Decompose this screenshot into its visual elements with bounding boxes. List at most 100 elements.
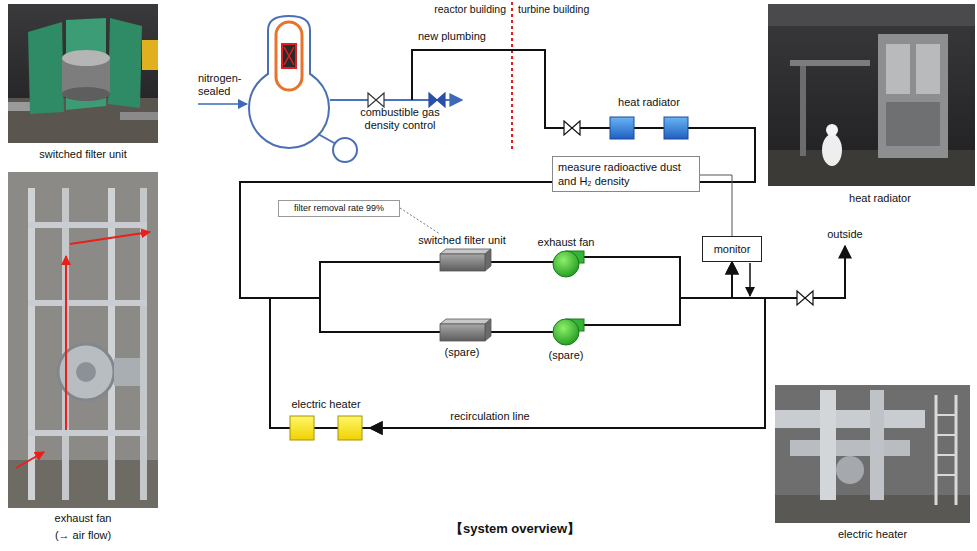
new-plumbing-pipe-part: [412, 50, 598, 128]
heater-photo-part: [936, 454, 956, 456]
outlet-pipe-part: [797, 291, 813, 305]
reactor-vessel-part: [333, 138, 357, 162]
heater-photo-part: [936, 434, 956, 436]
outlet-pipe-part: [765, 246, 845, 298]
filter-photo-part: [8, 4, 158, 143]
monitor-box: monitor: [702, 236, 762, 262]
heater-photo-part: [936, 474, 956, 476]
valve-label: combustible gas density control: [350, 106, 450, 132]
new-plumbing-pipe: [412, 50, 598, 135]
fan-photo-part: [65, 256, 67, 430]
radiator-photo-part: [826, 124, 838, 136]
heater-symbol-part: [290, 416, 314, 440]
electric-heater: electric heater: [282, 398, 370, 442]
photo-caption: exhaust fan: [8, 512, 158, 525]
filter-unit: (spare): [408, 318, 516, 359]
photo-caption: (→ air flow): [8, 529, 158, 542]
fan-symbol-part: [553, 319, 579, 345]
filter-symbol-part: [440, 319, 491, 324]
monitor-box-text: monitor: [714, 243, 751, 255]
radiator-photo: [768, 4, 975, 186]
heater-photo-part: [936, 414, 956, 416]
filter-symbol-part: [485, 319, 491, 341]
radiator-photo-part: [916, 44, 940, 94]
heater-symbol-part: [314, 427, 338, 429]
pipe-line: [370, 257, 765, 428]
pipe-line: [370, 298, 765, 428]
filter-symbol-part: [406, 261, 441, 263]
filter-photo-part: [142, 40, 158, 70]
photo-caption: heat radiator: [790, 192, 970, 205]
radiator-photo-part: [768, 4, 975, 26]
filter-photo: [8, 4, 158, 143]
filter-photo-part: [120, 112, 158, 120]
heat-radiator-symbol-part: [610, 117, 634, 139]
radiator-photo-part: [886, 44, 910, 94]
fan-symbol-part: [528, 261, 554, 263]
heat-radiator: heat radiator: [598, 96, 700, 142]
heater-photo-part: [836, 456, 864, 484]
reactor-vessel: [249, 16, 357, 162]
pipe-label: new plumbing: [418, 30, 508, 43]
filter-photo-part: [62, 87, 110, 101]
fan-photo-part: [28, 430, 147, 436]
heat-radiator-symbol-part: [688, 127, 700, 129]
leader-line: [700, 175, 732, 236]
heater-photo-part: [955, 395, 958, 505]
filter-symbol-part: [406, 331, 441, 333]
heater-symbol-part: [338, 416, 362, 440]
photo-caption: electric heater: [775, 528, 970, 541]
outlet-pipe-part: [749, 263, 751, 296]
fan-symbol: [528, 251, 604, 345]
area-label: turbine building: [518, 3, 628, 16]
filter-symbol-part: [440, 254, 485, 271]
pipe-line: [516, 261, 530, 263]
photo-caption: switched filter unit: [8, 148, 158, 161]
diagram-caption: 【system overview】: [400, 522, 630, 535]
fan-photo-part: [28, 300, 147, 306]
new-plumbing-pipe-part: [564, 121, 580, 135]
gas-control-pipe: [330, 93, 462, 107]
filter-symbol-part: [440, 324, 485, 341]
reactor-vessel-part: [276, 22, 302, 90]
heater-photo-part: [790, 440, 910, 456]
electric-heater-text: electric heater: [291, 398, 360, 411]
pipe-line: [516, 331, 530, 333]
fan-photo-part: [62, 188, 69, 500]
fan-photo-part: [28, 222, 147, 228]
filter-photo-part: [108, 18, 142, 108]
fan-photo-part: [76, 362, 96, 382]
pipe-line: [270, 262, 408, 428]
callout-box-text: filter removal rate 99%: [283, 203, 395, 214]
radiator-photo-part: [800, 66, 806, 156]
fan-photo-part: [140, 188, 147, 500]
pipe-line: [602, 262, 732, 325]
fan-photo: [8, 172, 158, 508]
gas-control-pipe-part: [429, 93, 445, 107]
nitrogen-inlet-part: [198, 103, 247, 105]
heat-radiator-symbol-part: [634, 127, 664, 129]
filter-unit-text: switched filter unit: [418, 234, 505, 247]
filter-photo-part: [28, 22, 64, 114]
heat-radiator-symbol: [598, 117, 700, 139]
radiator-photo-part: [790, 60, 870, 66]
callout-box-text: measure radioactive dust and H₂ density: [558, 160, 694, 188]
building-divider: [512, 2, 513, 150]
fan-photo-part: [8, 172, 158, 508]
fan-symbol-part: [528, 331, 554, 333]
exhaust-fan: (spare): [530, 317, 602, 362]
heater-photo: [775, 385, 970, 523]
filter-symbol-part: [485, 249, 491, 271]
area-label: reactor building: [400, 3, 506, 16]
reactor-vessel-part: [284, 47, 294, 65]
pipe-line: [270, 298, 408, 428]
building-divider-part: [511, 2, 513, 150]
heat-radiator-symbol-part: [598, 127, 610, 129]
pipe-line: [240, 128, 755, 332]
filter-photo-part: [62, 50, 110, 66]
pipe-line: [240, 128, 755, 298]
leader-line: [400, 208, 440, 234]
